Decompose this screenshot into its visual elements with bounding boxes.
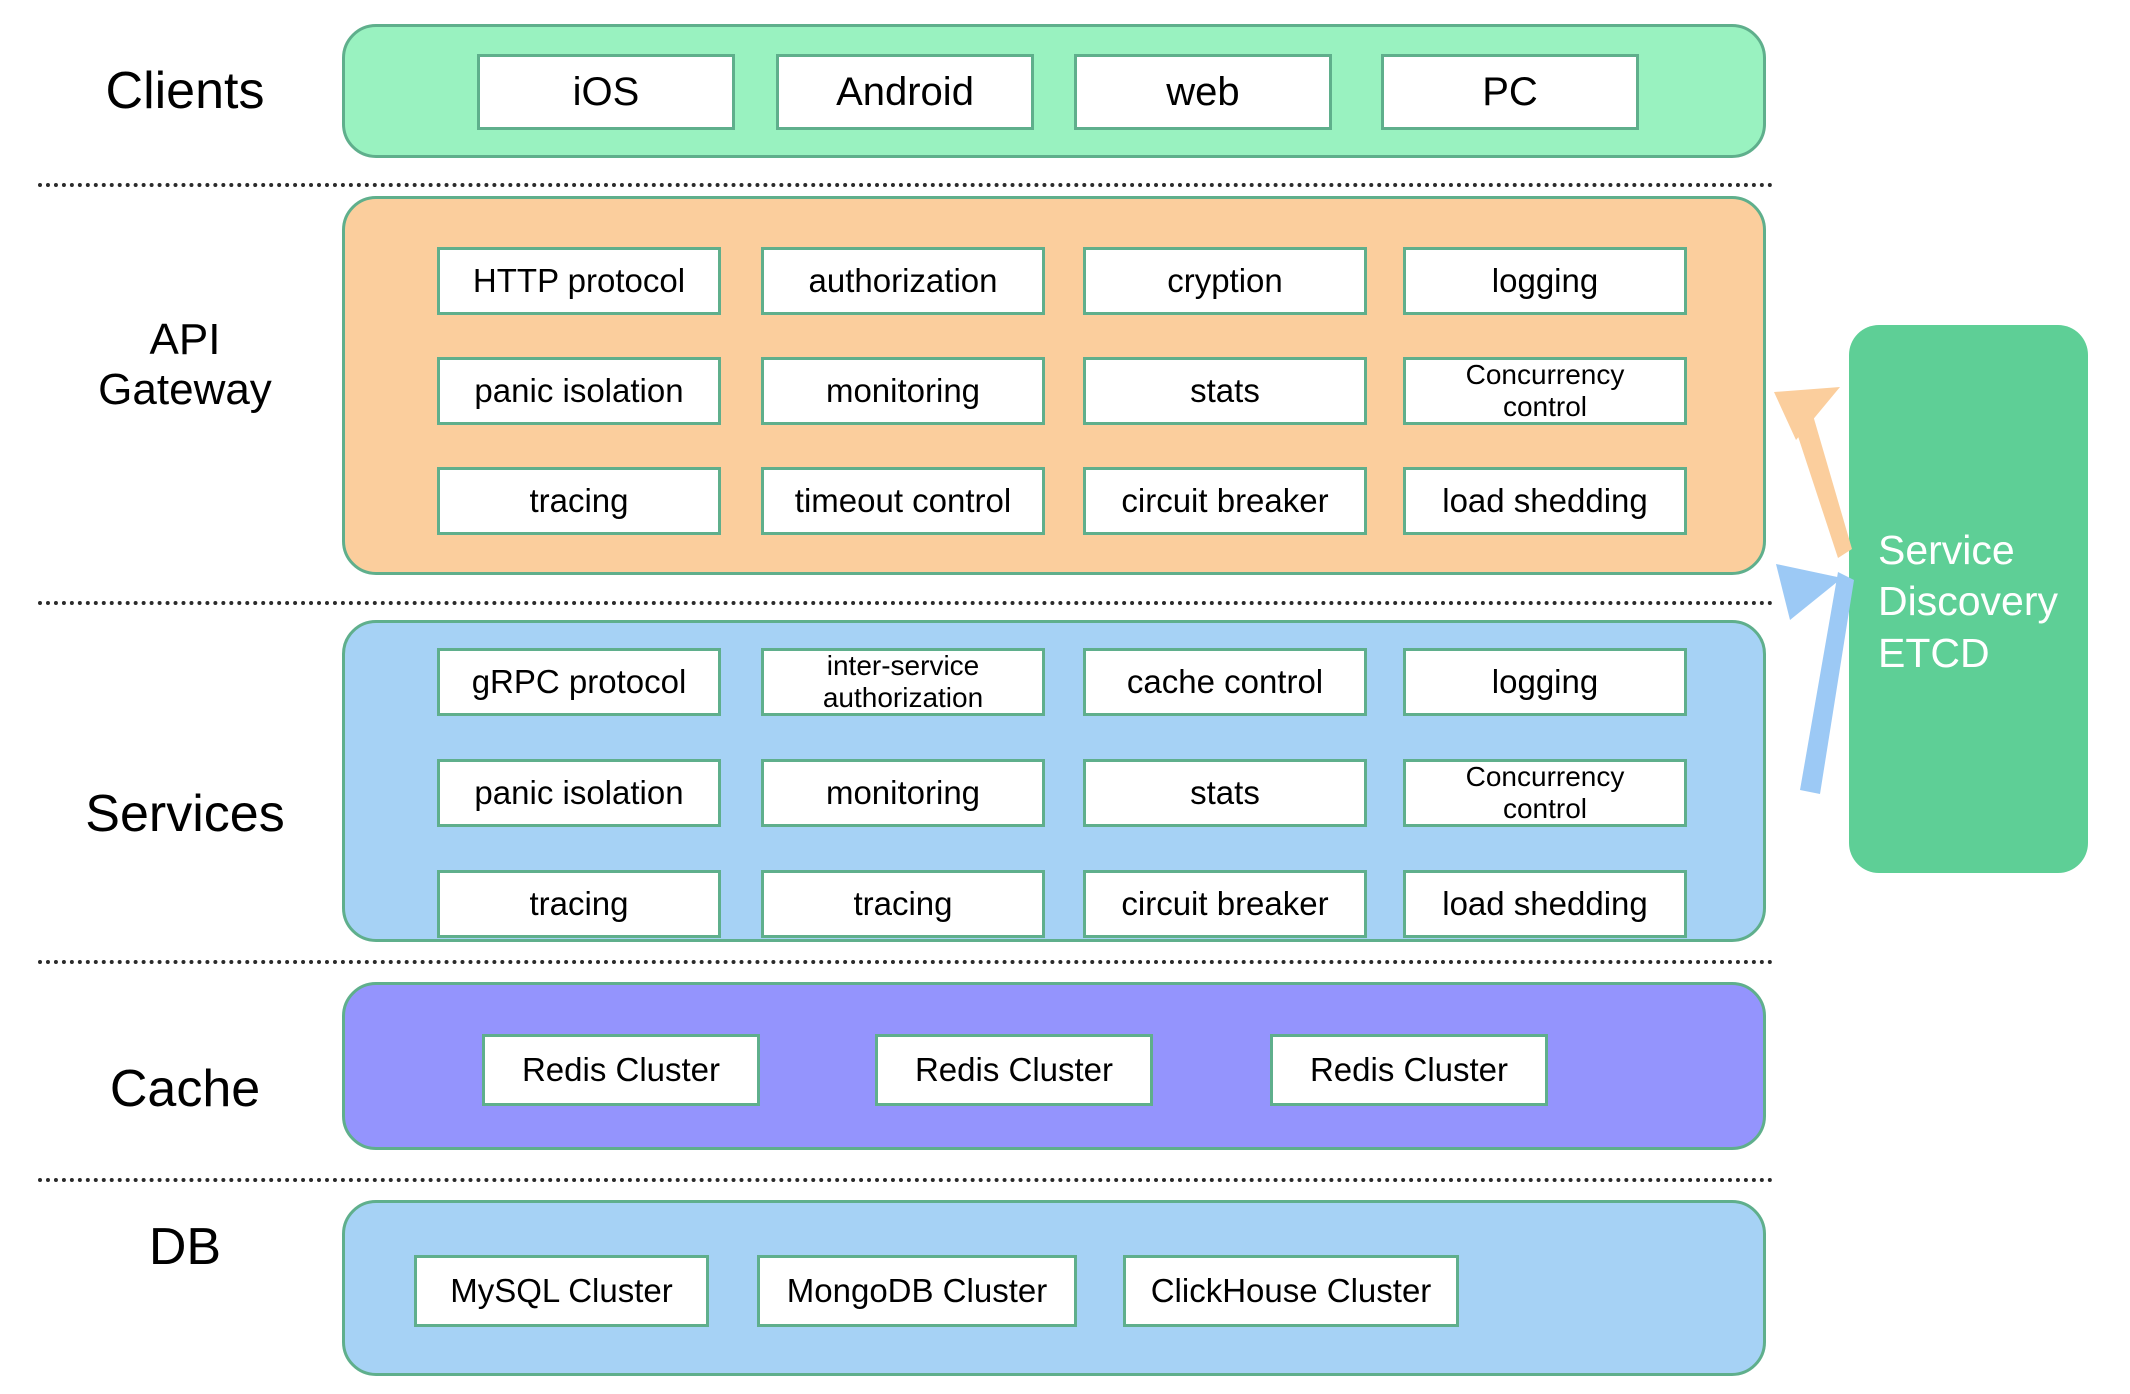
node-logging[interactable]: logging — [1403, 247, 1687, 315]
node-services-tracing-2[interactable]: tracing — [761, 870, 1045, 938]
node-circuit-breaker[interactable]: circuit breaker — [1083, 467, 1367, 535]
node-redis-cluster-3[interactable]: Redis Cluster — [1270, 1034, 1548, 1106]
layer-api-gateway: HTTP protocol authorization cryption log… — [342, 196, 1766, 575]
arrow-api-gateway-service-discovery — [1774, 387, 1852, 558]
node-http-protocol[interactable]: HTTP protocol — [437, 247, 721, 315]
node-cache-control[interactable]: cache control — [1083, 648, 1367, 716]
row-label-api-gateway: API Gateway — [98, 315, 272, 415]
node-services-panic-isolation[interactable]: panic isolation — [437, 759, 721, 827]
node-inter-service-authorization[interactable]: inter-service authorization — [761, 648, 1045, 716]
node-services-monitoring[interactable]: monitoring — [761, 759, 1045, 827]
node-authorization[interactable]: authorization — [761, 247, 1045, 315]
service-discovery-panel[interactable]: Service Discovery ETCD — [1849, 325, 2088, 873]
node-clickhouse-cluster[interactable]: ClickHouse Cluster — [1123, 1255, 1459, 1327]
node-services-concurrency-control[interactable]: Concurrency control — [1403, 759, 1687, 827]
row-label-cache: Cache — [109, 1060, 261, 1118]
separator-services-cache — [38, 960, 1774, 964]
layer-cache: Redis Cluster Redis Cluster Redis Cluste… — [342, 982, 1766, 1150]
layer-clients: iOS Android web PC — [342, 24, 1766, 158]
node-grpc-protocol[interactable]: gRPC protocol — [437, 648, 721, 716]
node-monitoring[interactable]: monitoring — [761, 357, 1045, 425]
layer-db: MySQL Cluster MongoDB Cluster ClickHouse… — [342, 1200, 1766, 1376]
separator-api-services — [38, 601, 1774, 605]
node-redis-cluster-2[interactable]: Redis Cluster — [875, 1034, 1153, 1106]
node-stats[interactable]: stats — [1083, 357, 1367, 425]
node-mysql-cluster[interactable]: MySQL Cluster — [414, 1255, 709, 1327]
node-services-tracing-1[interactable]: tracing — [437, 870, 721, 938]
row-label-db: DB — [148, 1218, 222, 1276]
layer-services: gRPC protocol inter-service authorizatio… — [342, 620, 1766, 942]
separator-cache-db — [38, 1178, 1774, 1182]
node-timeout-control[interactable]: timeout control — [761, 467, 1045, 535]
row-label-clients: Clients — [105, 62, 265, 120]
node-services-load-shedding[interactable]: load shedding — [1403, 870, 1687, 938]
node-redis-cluster-1[interactable]: Redis Cluster — [482, 1034, 760, 1106]
node-mongodb-cluster[interactable]: MongoDB Cluster — [757, 1255, 1077, 1327]
node-tracing[interactable]: tracing — [437, 467, 721, 535]
node-services-logging[interactable]: logging — [1403, 648, 1687, 716]
node-ios[interactable]: iOS — [477, 54, 735, 130]
node-android[interactable]: Android — [776, 54, 1034, 130]
node-concurrency-control[interactable]: Concurrency control — [1403, 357, 1687, 425]
node-services-circuit-breaker[interactable]: circuit breaker — [1083, 870, 1367, 938]
node-cryption[interactable]: cryption — [1083, 247, 1367, 315]
node-panic-isolation[interactable]: panic isolation — [437, 357, 721, 425]
node-load-shedding[interactable]: load shedding — [1403, 467, 1687, 535]
node-services-stats[interactable]: stats — [1083, 759, 1367, 827]
separator-clients-api — [38, 183, 1774, 187]
node-web[interactable]: web — [1074, 54, 1332, 130]
row-label-services: Services — [85, 785, 285, 843]
node-pc[interactable]: PC — [1381, 54, 1639, 130]
arrow-services-service-discovery — [1776, 564, 1854, 794]
service-discovery-label: Service Discovery ETCD — [1878, 527, 2058, 676]
